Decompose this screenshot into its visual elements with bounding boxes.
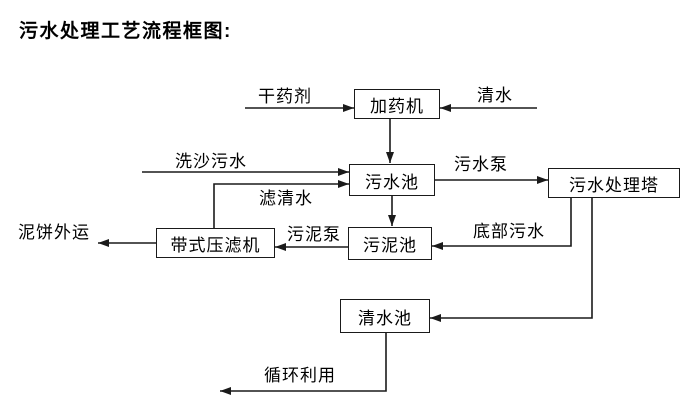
node-clean-water-pool: 清水池: [340, 299, 430, 333]
node-treatment-tower: 污水处理塔: [548, 168, 680, 198]
label-filtered-water: 滤清水: [259, 189, 313, 208]
label-clean-water: 清水: [477, 86, 513, 105]
label-recycle: 循环利用: [264, 366, 336, 385]
label-sludge-pump: 污泥泵: [287, 225, 341, 244]
label-dry-chemical: 干药剂: [258, 87, 312, 106]
arrow-treatment-tower-to-clean-water-pool: [430, 198, 593, 322]
node-sludge-pool: 污泥池: [348, 227, 432, 260]
label-sand-washing-sewage: 洗沙污水: [175, 152, 247, 171]
node-dosing-machine: 加药机: [354, 89, 440, 119]
node-sewage-pool: 污水池: [349, 164, 435, 196]
label-mud-cake-out: 泥饼外运: [18, 223, 90, 242]
arrow-filtered-water-to-sewage-pool: [213, 180, 349, 228]
arrow-recycle-out: [220, 333, 387, 395]
page-title: 污水处理工艺流程框图:: [19, 21, 232, 42]
arrow-bottom-sewage-to-sludge-pool: [432, 198, 572, 250]
node-belt-filter-press: 带式压滤机: [156, 228, 275, 258]
label-sewage-pump: 污水泵: [454, 155, 508, 174]
label-bottom-sewage: 底部污水: [473, 222, 545, 241]
